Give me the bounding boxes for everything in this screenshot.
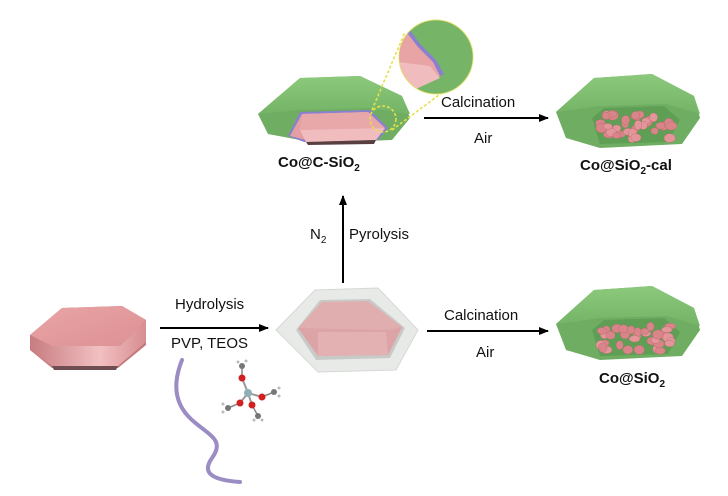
- hydrolysis-label: Hydrolysis: [175, 296, 245, 313]
- cobalt-nanoparticle: [605, 330, 616, 340]
- co-sio2-cal-text: Co@SiO: [580, 157, 641, 174]
- cobalt-nanoparticle: [630, 133, 642, 142]
- cobalt-nanoparticle: [621, 115, 630, 125]
- air-bottom-label: Air: [476, 344, 495, 361]
- co-c-sio2-subscript: 2: [354, 163, 360, 174]
- cobalt-nanoparticle: [665, 121, 678, 131]
- cobalt-nanoparticle: [615, 340, 624, 350]
- co-c-sio2-particle-icon: [258, 31, 456, 145]
- cobalt-nanoparticle: [598, 342, 608, 353]
- silica-coated-plate-icon: [275, 287, 419, 373]
- cobalt-nanoparticle: [652, 329, 664, 340]
- calcination-bottom-label: Calcination: [444, 307, 519, 324]
- cobalt-nanoparticle: [628, 335, 641, 343]
- co-sio2-cal-suffix: -cal: [646, 157, 672, 174]
- cobalt-nanoparticle: [654, 347, 666, 355]
- co-sio2-cal-subscript: 2: [640, 166, 647, 177]
- pvp-teos-label: PVP, TEOS: [171, 335, 248, 352]
- co-c-sio2-label: Co@C-SiO2: [278, 154, 360, 174]
- pyrolysis-label: Pyrolysis: [349, 226, 410, 243]
- cobalt-nanoparticle: [634, 119, 643, 130]
- co-c-sio2-text: Co@C-SiO: [278, 154, 355, 171]
- co-sio2-cal-particle-icon: [556, 74, 700, 148]
- n2-subscript: 2: [320, 235, 327, 246]
- cobalt-nanoparticle: [661, 326, 673, 333]
- cobalt-nanoparticle: [633, 344, 645, 355]
- cobalt-nanoparticle: [650, 127, 659, 135]
- cobalt-nanoparticle: [596, 327, 608, 335]
- cobalt-nanoparticle: [618, 324, 629, 334]
- pvp-chain-icon: [174, 358, 242, 484]
- air-top-label: Air: [474, 130, 493, 147]
- cobalt-nanoparticle: [622, 345, 634, 355]
- cobalt-nanoparticle: [631, 111, 640, 120]
- calcination-top-label: Calcination: [441, 94, 516, 111]
- n2-gas-text: N: [310, 226, 321, 243]
- co-sio2-cal-label: Co@SiO2-cal: [580, 157, 672, 177]
- co-sio2-text: Co@SiO: [599, 370, 660, 387]
- n2-label: N2: [310, 226, 326, 246]
- cobalt-nanoparticle: [603, 123, 613, 130]
- co-sio2-particle-icon: [556, 286, 700, 360]
- cobalt-nanoparticle: [640, 327, 650, 335]
- cobalt-nanoparticle: [612, 132, 621, 139]
- cobalt-nanoparticle: [627, 325, 635, 335]
- co-sio2-subscript: 2: [659, 379, 666, 390]
- cobalt-nanoparticle: [646, 322, 655, 332]
- cobalt-plate-icon: [30, 306, 146, 370]
- cobalt-nanoparticle: [649, 112, 658, 123]
- teos-molecule-icon: [221, 359, 281, 422]
- zoom-inset-icon: [398, 19, 474, 95]
- cobalt-nanoparticle: [664, 340, 675, 348]
- cobalt-nanoparticle: [655, 121, 666, 130]
- cobalt-nanoparticle: [601, 112, 611, 120]
- co-sio2-label: Co@SiO2: [599, 370, 665, 390]
- cobalt-nanoparticle: [663, 133, 676, 143]
